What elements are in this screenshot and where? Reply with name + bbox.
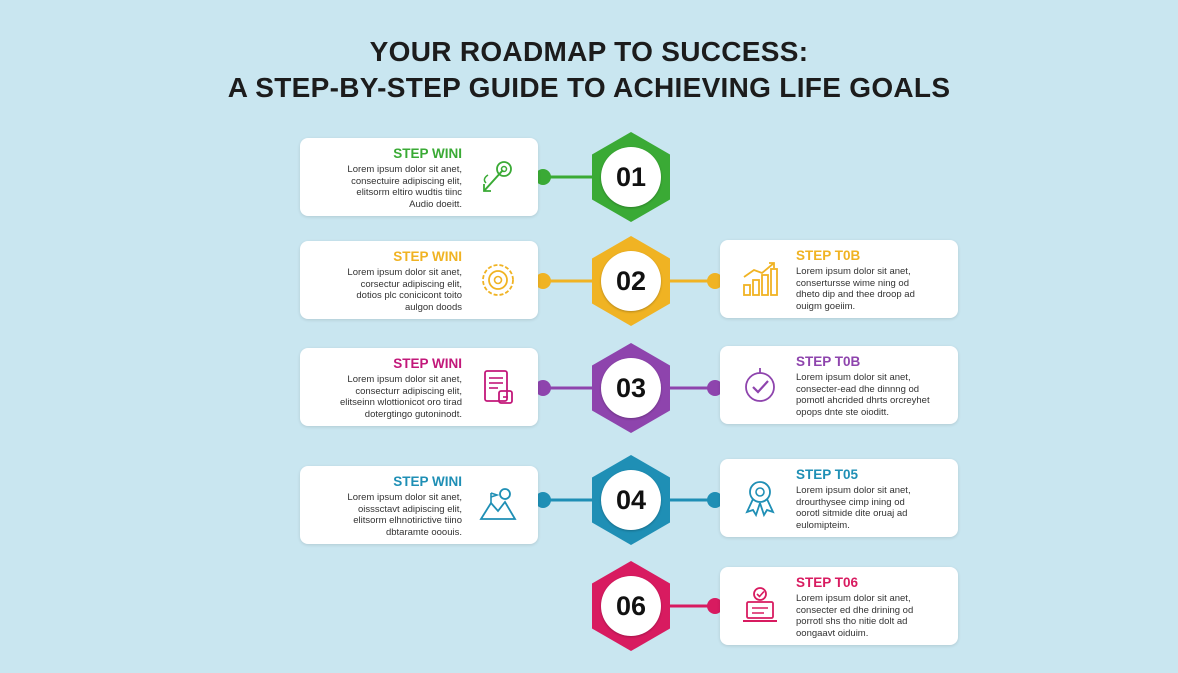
growth-chart-icon	[743, 262, 778, 296]
step-card-title: STEP T0B	[796, 248, 861, 263]
step-number-04: 04	[601, 470, 661, 530]
step-card-text: Lorem ipsum dolor sit anet, consecter ed…	[796, 593, 914, 639]
target-arrow-icon	[483, 161, 512, 192]
connector-1	[535, 169, 595, 185]
step-card-title: STEP T05	[796, 467, 859, 482]
mountain-flag-icon	[479, 488, 517, 520]
step-card-title: STEP T06	[796, 575, 859, 590]
step-card-title: STEP T0B	[796, 354, 861, 369]
step-card-7: STEP T05 Lorem ipsum dolor sit anet, dro…	[720, 459, 958, 537]
page-subtitle: A STEP-BY-STEP GUIDE TO ACHIEVING LIFE G…	[227, 72, 951, 103]
step-card-text: Lorem ipsum dolor sit anet, drourthysee …	[796, 485, 911, 531]
laptop-check-icon	[743, 587, 777, 622]
step-card-title: STEP WINI	[393, 356, 462, 371]
step-card-6: STEP WINI Lorem ipsum dolor sit anet, oi…	[300, 466, 538, 544]
step-card-text: Lorem ipsum dolor sit anet, consecturr a…	[340, 374, 462, 420]
checkmark-circle-icon	[745, 368, 775, 402]
document-checklist-icon	[484, 370, 513, 404]
step-card-text: Lorem ipsum dolor sit anet, consertursse…	[796, 266, 915, 312]
step-card-title: STEP WINI	[393, 474, 462, 489]
step-card-title: STEP WINI	[393, 146, 462, 161]
step-card-3: STEP T0B Lorem ipsum dolor sit anet, con…	[720, 240, 958, 318]
step-number-03: 03	[601, 358, 661, 418]
step-card-text: Lorem ipsum dolor sit anet, consectuire …	[347, 164, 462, 210]
award-ribbon-icon	[745, 481, 775, 518]
step-card-4: STEP WINI Lorem ipsum dolor sit anet, co…	[300, 348, 538, 426]
step-card-1: STEP WINI Lorem ipsum dolor sit anet, co…	[300, 138, 538, 216]
step-card-text: Lorem ipsum dolor sit anet, consecter-ea…	[796, 372, 930, 418]
step-card-text: Lorem ipsum dolor sit anet, oisssctavt a…	[347, 492, 462, 538]
step-card-5: STEP T0B Lorem ipsum dolor sit anet, con…	[720, 346, 958, 424]
step-card-8: STEP T06 Lorem ipsum dolor sit anet, con…	[720, 567, 958, 645]
step-number-06: 06	[601, 576, 661, 636]
step-card-2: STEP WINI Lorem ipsum dolor sit anet, co…	[300, 241, 538, 319]
step-card-title: STEP WINI	[393, 249, 462, 264]
page-title: YOUR ROADMAP TO SUCCESS:	[369, 36, 809, 67]
step-number-02: 02	[601, 251, 661, 311]
connector-5	[668, 598, 723, 614]
step-number-01: 01	[601, 147, 661, 207]
gear-badge-icon	[482, 264, 514, 296]
step-card-text: Lorem ipsum dolor sit anet, corsectur ad…	[347, 267, 462, 313]
